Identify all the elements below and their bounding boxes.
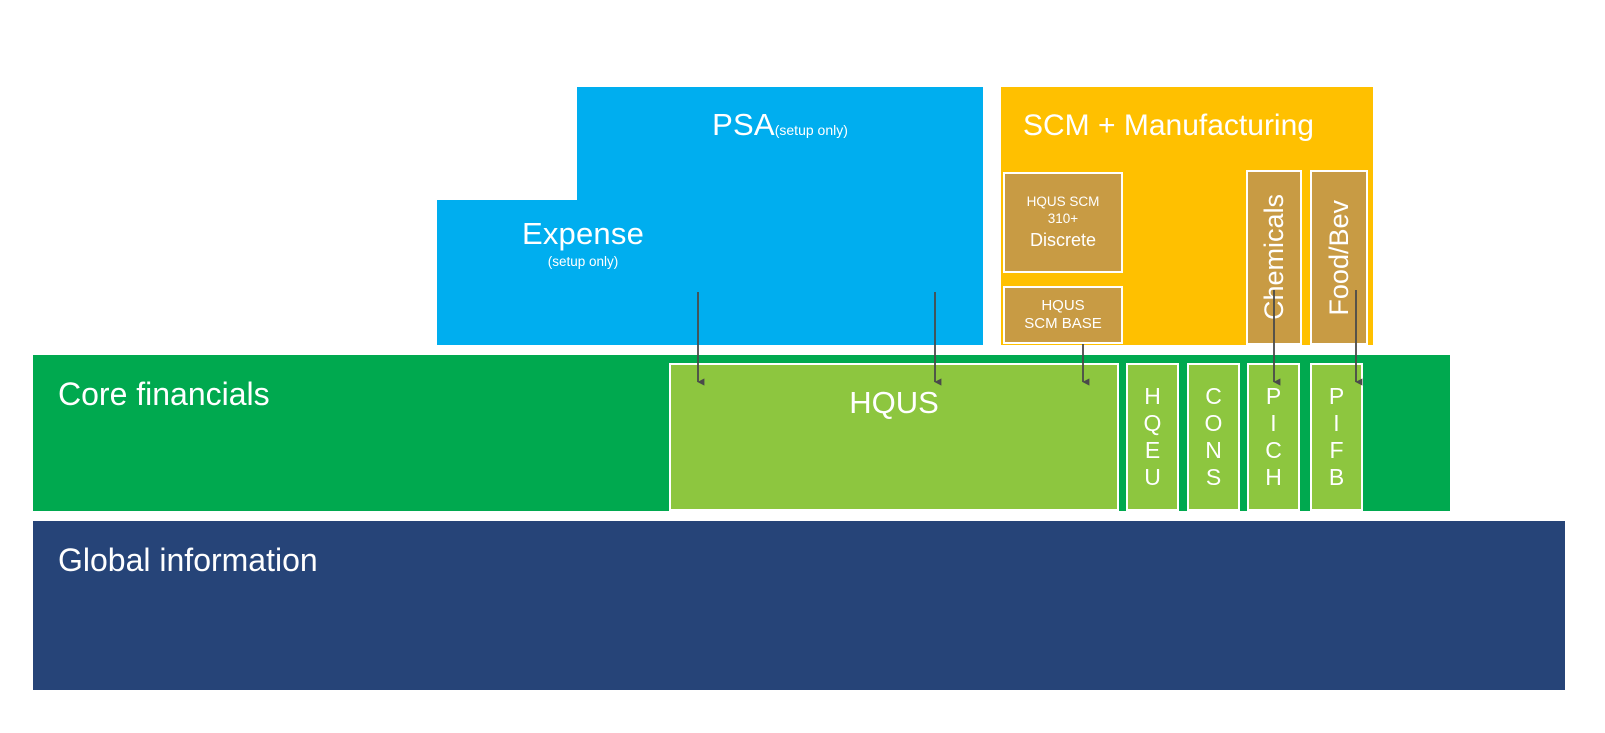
pifb-letter-2: I [1333,410,1340,437]
hqus-label: HQUS [849,385,939,420]
pifb-letter-4: B [1328,464,1345,491]
pifb-letter-1: P [1328,383,1345,409]
chemicals-label: Chemicals [1258,194,1289,321]
expense-title: Expense [521,216,645,251]
hqus-scm-310-discrete-box[interactable]: HQUS SCM 310+ Discrete [1003,172,1123,273]
cons-box[interactable]: C O N S [1187,363,1240,511]
pifb-box[interactable]: P I F B [1310,363,1363,511]
cons-letter-3: N [1205,437,1222,464]
expense-note: (setup only) [547,253,619,269]
hqeu-letter-2: Q [1143,410,1162,437]
pifb-letter-3: F [1329,437,1344,464]
hqeu-letter-4: U [1144,464,1161,491]
scm-manufacturing-title: SCM + Manufacturing [1023,109,1314,142]
expense-box[interactable]: Expense (setup only) [437,200,729,345]
psa-label-group: PSA(setup only) [577,107,983,142]
hqus-scm-base-line1: HQUS [1041,297,1085,314]
cons-letter-4: S [1205,464,1222,491]
chemicals-box[interactable]: Chemicals [1246,170,1302,345]
hqus-scm-310-line2: 310+ [1047,210,1079,226]
hqeu-letter-3: E [1144,437,1161,464]
hqus-scm-base-line2: SCM BASE [1024,315,1102,332]
pich-letter-2: I [1270,410,1277,437]
cons-letter-1: C [1205,383,1222,409]
global-information-label: Global information [58,542,318,578]
hqus-box[interactable]: HQUS [669,363,1119,511]
food-bev-box[interactable]: Food/Bev [1310,170,1368,345]
hqus-scm-310-line1: HQUS SCM [1026,193,1100,209]
pich-letter-4: H [1265,464,1282,491]
psa-title: PSA [712,107,775,142]
expense-label-group: Expense (setup only) [437,216,729,269]
pich-letter-1: P [1265,383,1282,409]
hqus-scm-310-line3: Discrete [1029,229,1096,250]
hqeu-box[interactable]: H Q E U [1126,363,1179,511]
pich-box[interactable]: P I C H [1247,363,1300,511]
cons-letter-2: O [1204,410,1223,437]
global-information-band[interactable]: Global information [33,521,1565,690]
food-bev-label: Food/Bev [1323,199,1354,316]
core-financials-label: Core financials [58,376,270,412]
hqeu-letter-1: H [1144,383,1161,409]
pich-letter-3: C [1265,437,1282,464]
hqus-scm-base-box[interactable]: HQUS SCM BASE [1003,286,1123,344]
psa-note: (setup only) [774,122,848,138]
